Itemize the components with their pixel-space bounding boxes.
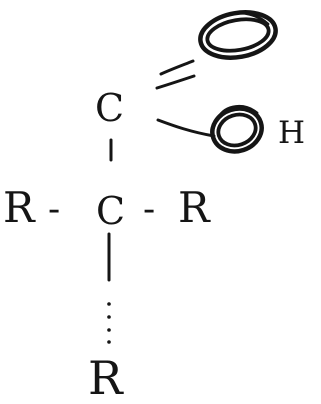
right-bond-label: - — [143, 189, 155, 230]
bottom-r-label: R — [88, 351, 124, 404]
left-r-label: R — [3, 183, 36, 232]
carbonyl-carbon-label: C — [95, 86, 124, 130]
hydroxyl-oxygen-icon — [210, 105, 264, 154]
hydroxyl-h-label: H — [278, 115, 305, 151]
carbonyl-oxygen-icon — [198, 10, 278, 60]
hydroxyl-group — [156, 105, 264, 154]
carbonyl-double-bond-upper — [159, 59, 195, 76]
right-r-label: R — [178, 183, 211, 232]
dotted-bond — [107, 302, 111, 344]
carbonyl-double-bond-lower — [155, 74, 196, 90]
left-bond-label: - — [48, 189, 60, 230]
carbon-to-hydroxyl-bond — [156, 118, 216, 138]
alpha-carbon-label: C — [96, 189, 125, 233]
carbonyl-group — [155, 10, 278, 90]
